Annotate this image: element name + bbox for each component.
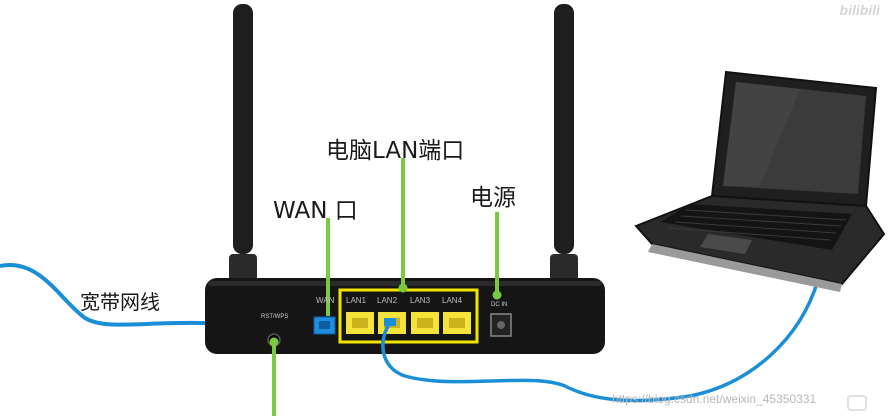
power-label: 电源 <box>470 185 516 211</box>
watermark-bottom: https://blog.csdn.net/weixin_45350331 <box>612 392 817 406</box>
dc-in-panel-label: DC IN <box>491 302 508 308</box>
broadband-label: 宽带网线 <box>80 290 160 314</box>
laptop-icon <box>634 70 886 292</box>
broadband-cable <box>0 263 323 327</box>
lan4-panel-label: LAN4 <box>442 296 463 305</box>
wan-port-panel-label: WAN <box>316 296 335 305</box>
reset-port-label: RST/WPS <box>261 314 289 320</box>
lan-port-1 <box>346 312 374 334</box>
lan3-panel-label: LAN3 <box>410 296 431 305</box>
lan-port-3 <box>411 312 439 334</box>
lan-ports-label: 电脑LAN端口 <box>326 138 465 164</box>
watermark-tv-icon <box>847 395 867 411</box>
lan-cable <box>381 279 820 403</box>
lan2-panel-label: LAN2 <box>377 296 398 305</box>
lan-port-4 <box>443 312 471 334</box>
watermark-top: bilibili <box>839 2 880 18</box>
wan-port-label: WAN 口 <box>273 198 358 224</box>
lan1-panel-label: LAN1 <box>346 296 367 305</box>
lan-highlight-box <box>338 288 479 344</box>
